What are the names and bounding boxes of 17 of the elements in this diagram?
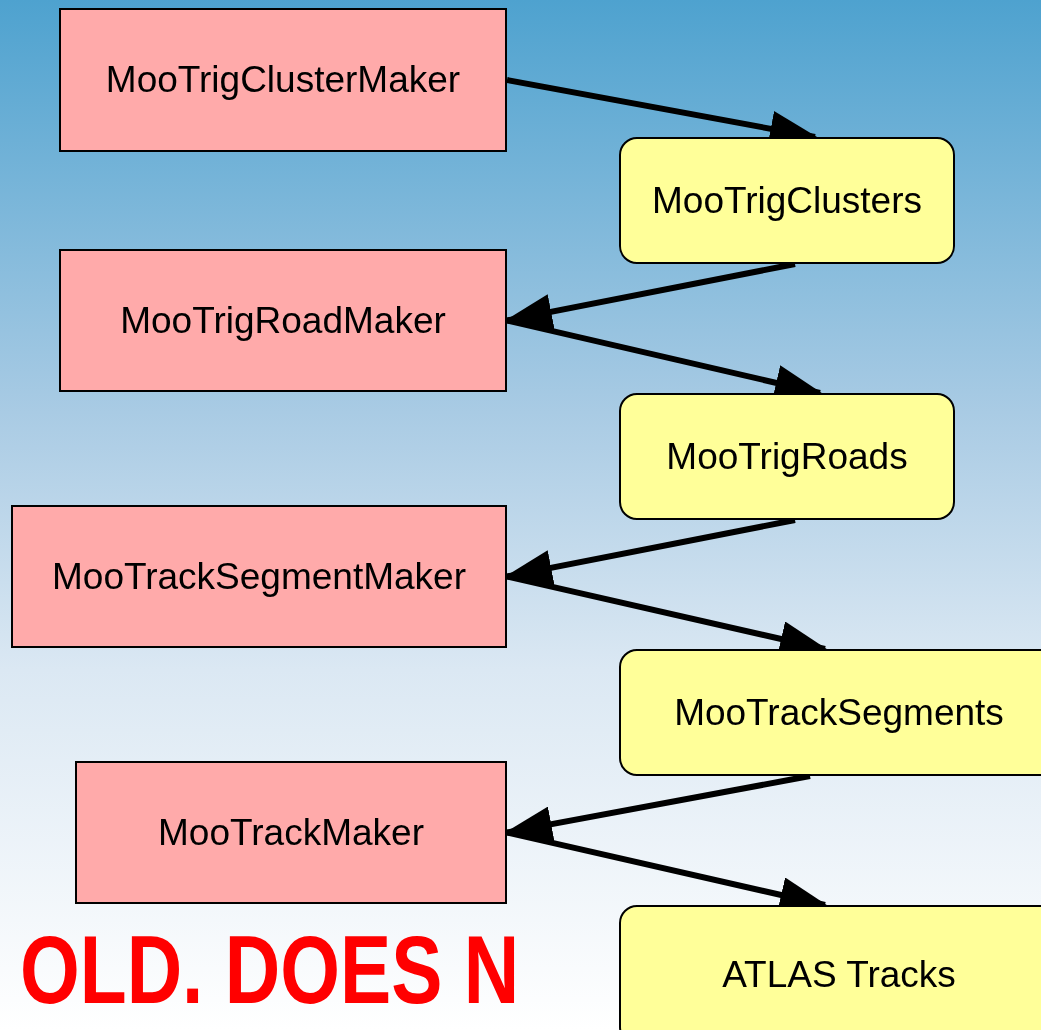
node-label: MooTrigClusterMaker: [105, 59, 461, 101]
node-label: ATLAS Tracks: [722, 954, 956, 996]
process-box: [59, 249, 507, 392]
data-box: [619, 649, 1041, 776]
node-label: MooTrigRoads: [666, 435, 908, 478]
node-label: MooTrackSegments: [674, 691, 1004, 734]
node-label: MooTrackMaker: [158, 811, 424, 854]
data-box: [619, 393, 955, 520]
node-label: MooTrackSegmentMaker: [52, 555, 466, 598]
data-box: [619, 905, 1041, 1030]
node-label: MooTrigRoadMaker: [120, 299, 446, 342]
data-box: [619, 137, 955, 264]
process-box: [75, 761, 507, 904]
process-box: [11, 505, 507, 648]
process-box: [59, 8, 507, 152]
stamp-text: OLD. DOES N: [20, 922, 520, 1018]
node-label: MooTrigClusters: [652, 179, 922, 222]
